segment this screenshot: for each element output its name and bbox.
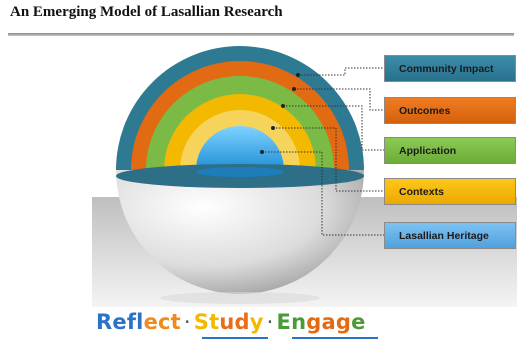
layer-lasallian-heritage [196,126,284,170]
tagline-study: Study [194,310,264,334]
page-title: An Emerging Model of Lasallian Research [10,4,283,20]
box-bg-contexts [384,178,516,205]
leader-dot-contexts [271,126,275,130]
tagline-study-part-2: ud [219,310,250,334]
leader-lasallian-heritage [262,151,384,236]
leader-dot-community-impact [296,73,300,77]
leader-dot-application [281,104,285,108]
leader-dot-outcomes [292,87,296,91]
box-bg-community-impact [384,55,516,82]
label-contexts: Contexts [384,178,516,205]
tagline-engage: Engage [277,310,366,334]
label-application: Application [384,137,516,164]
sphere-shadow [160,292,320,304]
label-community-impact: Community Impact [384,55,516,82]
title-divider [8,33,514,36]
cut-plane-core [196,167,284,177]
tagline-reflect-part-1: Refl [96,310,144,334]
leader-contexts [273,127,384,192]
tagline-reflect-part-2: ect [143,310,181,334]
tagline-separator: · [183,310,191,334]
tagline-underline-study [202,337,268,339]
tagline-underline-engage [292,337,378,339]
tagline-study-part-3: y [249,310,264,334]
box-bg-outcomes [384,97,516,124]
tagline-engage-part-1: En [276,310,307,334]
tagline-engage-part-3: e [351,310,366,334]
box-bg-application [384,137,516,164]
label-lasallian-heritage: Lasallian Heritage [384,222,516,249]
tagline-study-part-1: St [193,310,220,334]
sphere-lower-half [116,170,364,294]
label-outcomes: Outcomes [384,97,516,124]
tagline-separator: · [266,310,274,334]
tagline-reflect: Reflect [96,310,181,334]
leader-dot-lasallian-heritage [260,150,264,154]
box-bg-lasallian-heritage [384,222,516,249]
tagline-engage-part-2: gag [306,310,352,334]
leader-application [283,105,384,151]
leader-community-impact [298,67,384,76]
tagline: Reflect·Study·Engage [96,310,366,334]
